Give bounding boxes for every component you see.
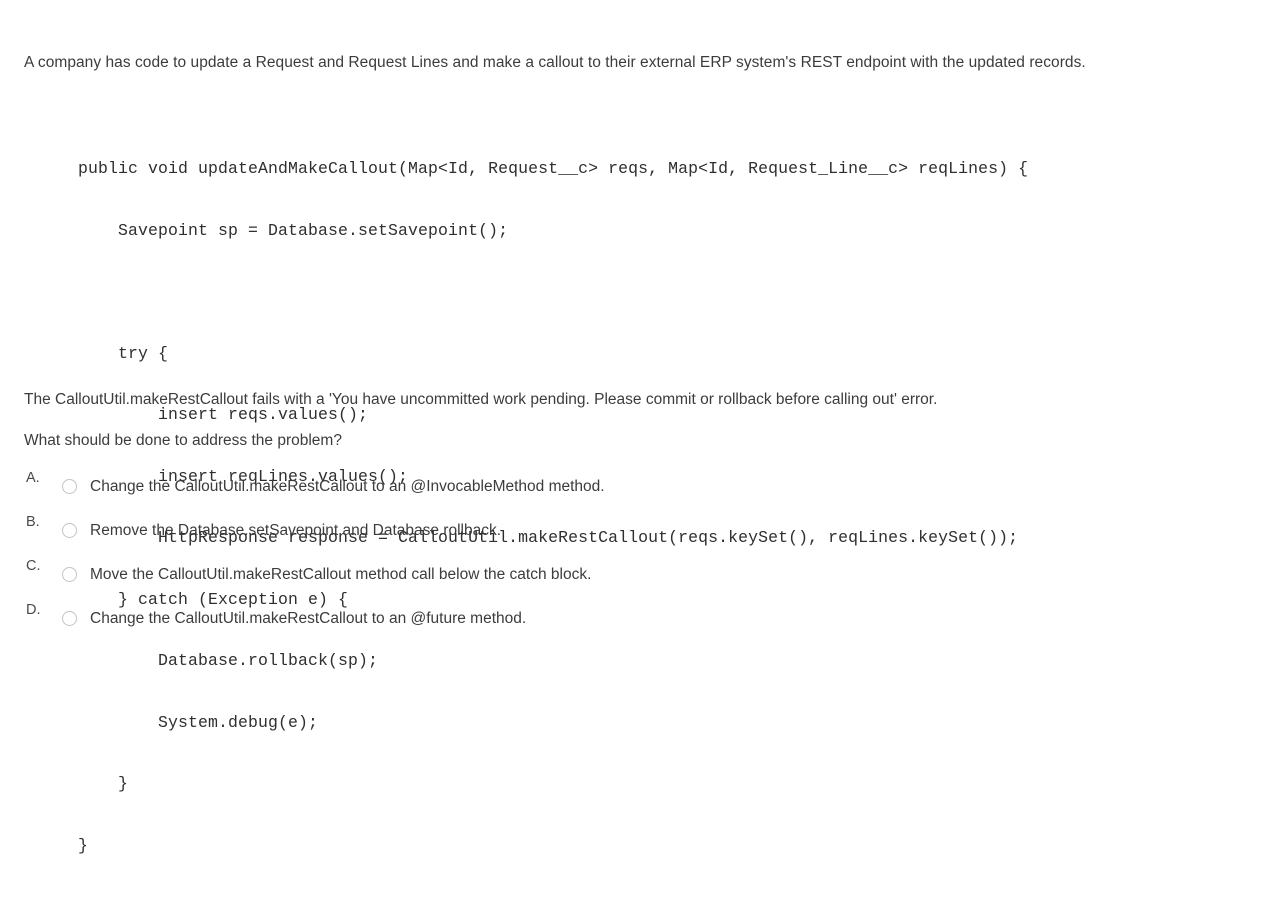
code-line: } catch (Exception e) { [78,589,349,609]
code-snippet: public void updateAndMakeCallout(Map<Id,… [78,118,1028,897]
option-letter-d: D. [26,602,41,618]
answer-option-b[interactable]: B. Remove the Database.setSavepoint and … [24,514,1224,558]
option-label-b: Remove the Database.setSavepoint and Dat… [90,522,501,539]
code-line: try { [78,343,169,363]
error-description-text: The CalloutUtil.makeRestCallout fails wi… [24,390,938,408]
radio-button-d[interactable] [62,611,77,626]
code-line: Savepoint sp = Database.setSavepoint(); [78,220,509,240]
radio-button-c[interactable] [62,567,77,582]
code-line: } [78,774,129,793]
question-prompt-text: What should be done to address the probl… [24,431,342,449]
option-letter-b: B. [26,514,40,530]
code-line: HttpResponse response = CalloutUtil.make… [78,528,1019,547]
radio-button-b[interactable] [62,523,77,538]
option-label-c: Move the CalloutUtil.makeRestCallout met… [90,566,592,583]
answer-option-c[interactable]: C. Move the CalloutUtil.makeRestCallout … [24,558,1224,602]
answer-option-d[interactable]: D. Change the CalloutUtil.makeRestCallou… [24,602,1224,646]
option-label-a: Change the CalloutUtil.makeRestCallout t… [90,478,605,495]
option-letter-c: C. [26,558,41,574]
answer-option-a[interactable]: A. Change the CalloutUtil.makeRestCallou… [24,470,1224,514]
code-line: insert reqLines.values(); [78,466,409,486]
option-label-d: Change the CalloutUtil.makeRestCallout t… [90,610,527,627]
radio-button-a[interactable] [62,479,77,494]
code-line: public void updateAndMakeCallout(Map<Id,… [78,159,1029,178]
answer-options-list: A. Change the CalloutUtil.makeRestCallou… [24,470,1224,646]
question-page: A company has code to update a Request a… [24,53,1224,855]
option-letter-a: A. [26,470,40,486]
code-line: insert reqs.values(); [78,405,369,424]
question-intro-text: A company has code to update a Request a… [24,53,1086,71]
code-line: Database.rollback(sp); [78,651,379,670]
code-line [78,282,1028,303]
code-line: System.debug(e); [78,712,319,732]
code-line: } [78,835,89,855]
